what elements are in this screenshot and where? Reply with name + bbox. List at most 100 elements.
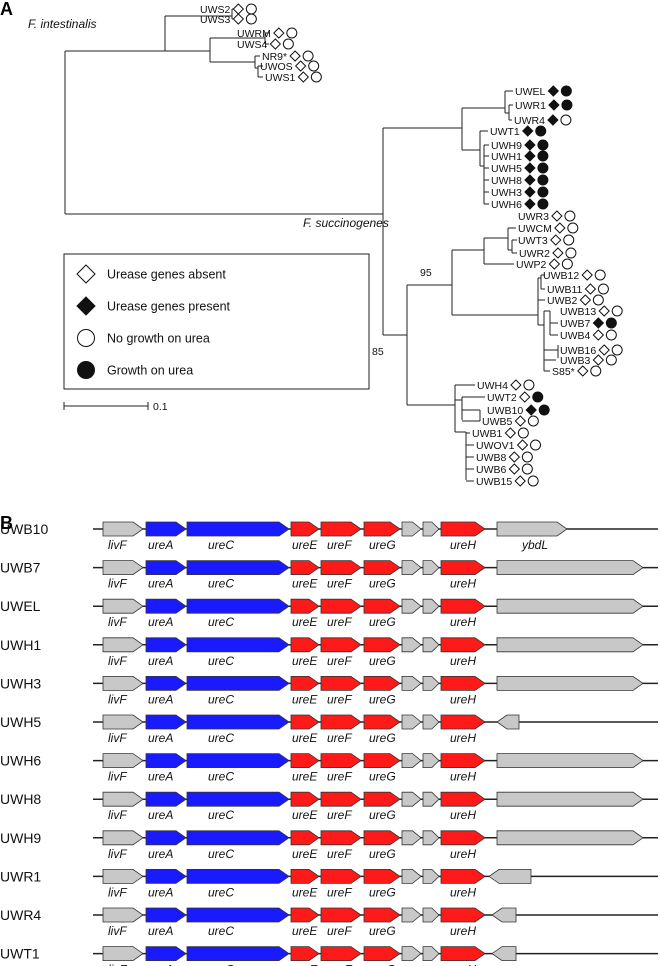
gene-arrow-ureE [290, 637, 320, 653]
gene-arrow-ureF [320, 714, 362, 730]
gene-arrow-livF [102, 830, 144, 846]
urea-growth-marker-icon [561, 99, 573, 111]
urea-growth-marker-icon [535, 125, 547, 137]
gene-arrow-small-2 [422, 676, 440, 691]
taxon-label: UWOS [260, 61, 293, 73]
taxon-label: UWT1 [490, 126, 520, 138]
legend-entry-label: Urease genes absent [107, 268, 226, 282]
gene-arrow-ureH [440, 946, 486, 961]
urea-growth-marker-icon [537, 139, 549, 151]
urea-growth-marker-icon [530, 439, 542, 451]
urea-growth-marker-icon [564, 210, 576, 222]
gene-label: ureC [208, 847, 234, 861]
gene-arrow-livF [102, 869, 144, 884]
gene-label: ureG [369, 924, 396, 938]
gene-cluster-row: UWT1livFureAureCureEureFureGureH [0, 946, 658, 966]
gene-label: ureE [292, 847, 318, 861]
gene-arrow-ureG [363, 637, 401, 653]
scale-bar-label: 0.1 [153, 401, 168, 413]
gene-arrow-ureH [440, 521, 486, 537]
gene-label: ureE [292, 538, 318, 552]
clade-label-succinogenes: F. succinogenes [303, 216, 389, 230]
panel-a-label: A [0, 0, 13, 19]
urease-genes-marker-icon [550, 234, 562, 246]
gene-label: ureH [450, 538, 476, 552]
gene-label: ureA [148, 808, 173, 822]
urea-growth-marker-icon [611, 344, 623, 356]
gene-arrow-ureE [290, 907, 320, 923]
gene-label: ureH [450, 615, 476, 629]
gene-label: ureE [292, 731, 318, 745]
urea-growth-marker-icon [310, 71, 322, 83]
gene-label: ureG [369, 731, 396, 745]
urea-growth-marker-icon [538, 404, 550, 416]
taxon-label: UWR1 [515, 100, 546, 112]
gene-arrow-small-2 [422, 560, 440, 575]
urea-growth-marker-icon [560, 85, 572, 97]
urea-growth-marker-icon [537, 186, 549, 198]
gene-label: ureH [450, 577, 476, 591]
urea-growth-marker-icon [561, 258, 573, 270]
gene-arrow-tail [496, 598, 644, 614]
gene-arrow-livF [102, 714, 144, 730]
urease-genes-marker-icon [548, 99, 560, 111]
strain-label: UWH8 [0, 791, 41, 807]
urease-genes-marker-icon [273, 27, 285, 39]
taxon-label: UWEL [515, 86, 545, 98]
gene-label: livF [108, 538, 127, 552]
urease-genes-marker-icon [519, 391, 531, 403]
urease-genes-marker-icon [294, 60, 307, 72]
urease-genes-marker-icon [514, 415, 527, 427]
urea-growth-marker-icon [521, 451, 533, 463]
urease-genes-marker-icon [592, 354, 605, 366]
gene-label: ureA [148, 847, 173, 861]
gene-arrow-ureE [290, 869, 320, 884]
gene-arrow-ureH [440, 869, 486, 884]
strain-label: UWEL [0, 598, 41, 614]
gene-arrow-small-2 [422, 714, 440, 730]
gene-label: ureE [292, 924, 318, 938]
gene-label: ureC [208, 963, 234, 966]
urease-genes-marker-icon [524, 162, 536, 174]
gene-arrow-ureG [363, 676, 401, 691]
gene-arrow-ureC [186, 907, 290, 923]
gene-label: ureA [148, 692, 173, 706]
taxon-label: UWRM [237, 28, 271, 40]
gene-arrow-ureA [145, 869, 187, 884]
urease-genes-marker-icon [289, 50, 301, 62]
strain-label: UWH5 [0, 714, 41, 730]
taxon-label: UWP2 [516, 259, 546, 271]
gene-arrow-ureA [145, 714, 187, 730]
gene-arrow-small-1 [401, 637, 422, 653]
urea-growth-marker-icon [605, 329, 617, 341]
urease-genes-marker-icon [269, 38, 282, 50]
gene-label: ureA [148, 963, 173, 966]
gene-label: ureE [292, 808, 318, 822]
taxon-label: UWH8 [491, 175, 522, 187]
gene-arrow-ureC [186, 560, 290, 575]
gene-arrow-small-2 [422, 907, 440, 923]
gene-arrow-ureF [320, 560, 362, 575]
gene-arrow-small-2 [422, 637, 440, 653]
urea-growth-marker-icon [592, 294, 604, 306]
taxon-label: UWB16 [560, 345, 596, 357]
gene-label: ureH [450, 692, 476, 706]
taxon-label: UWS4 [237, 39, 267, 51]
taxon-label: UWH1 [491, 151, 522, 163]
gene-arrow-small-2 [422, 598, 440, 614]
gene-label: ureF [327, 847, 352, 861]
gene-label: ureG [369, 615, 396, 629]
gene-arrow-ureC [186, 830, 290, 846]
gene-arrow-small-1 [401, 907, 422, 923]
gene-label: ureC [208, 885, 234, 899]
gene-arrow-ureA [145, 637, 187, 653]
gene-arrow-ureE [290, 560, 320, 575]
gene-label: ureG [369, 963, 396, 966]
urease-genes-marker-icon [579, 294, 592, 306]
gene-arrow-ureG [363, 598, 401, 614]
gene-arrow-small-2 [422, 521, 440, 537]
urea-growth-marker-icon [537, 198, 549, 210]
